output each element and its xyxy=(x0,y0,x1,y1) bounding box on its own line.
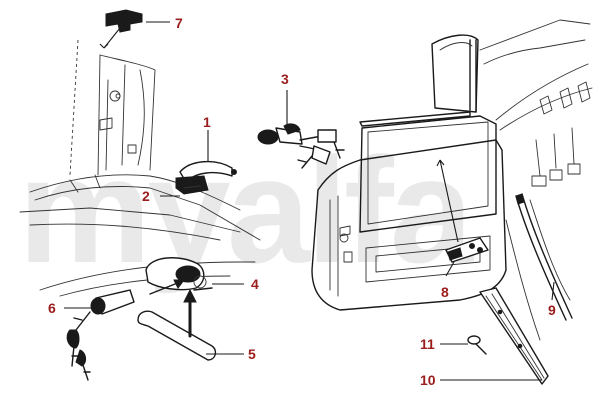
callout-2: 2 xyxy=(142,188,150,204)
car-interior-sketch xyxy=(479,19,593,341)
part-1-2-door-handle xyxy=(175,161,237,195)
part-3-lock-with-keys xyxy=(257,123,345,169)
body-panel-sketch xyxy=(69,39,156,176)
callout-6: 6 xyxy=(48,300,56,316)
part-4-inner-handle xyxy=(145,257,213,291)
callout-7: 7 xyxy=(175,15,183,31)
callout-9: 9 xyxy=(548,302,556,318)
callout-3: 3 xyxy=(281,71,289,87)
car-body-outline xyxy=(19,174,261,297)
leader-lines xyxy=(64,21,555,381)
assembly-arrows xyxy=(149,279,197,338)
part-11-screw xyxy=(467,335,487,355)
callout-8: 8 xyxy=(441,284,449,300)
part-8-striker-bracket xyxy=(436,159,489,263)
callout-5: 5 xyxy=(248,346,256,362)
callout-1: 1 xyxy=(203,114,211,130)
callout-10: 10 xyxy=(420,372,436,388)
part-7-striker-clip xyxy=(99,9,143,49)
part-6-lock-key-set xyxy=(66,289,135,381)
part-9-weather-strip xyxy=(515,193,573,321)
callout-4: 4 xyxy=(251,276,259,292)
callout-11: 11 xyxy=(420,336,435,352)
part-5-rod xyxy=(137,310,217,361)
part-10-sill-plate xyxy=(479,287,549,385)
